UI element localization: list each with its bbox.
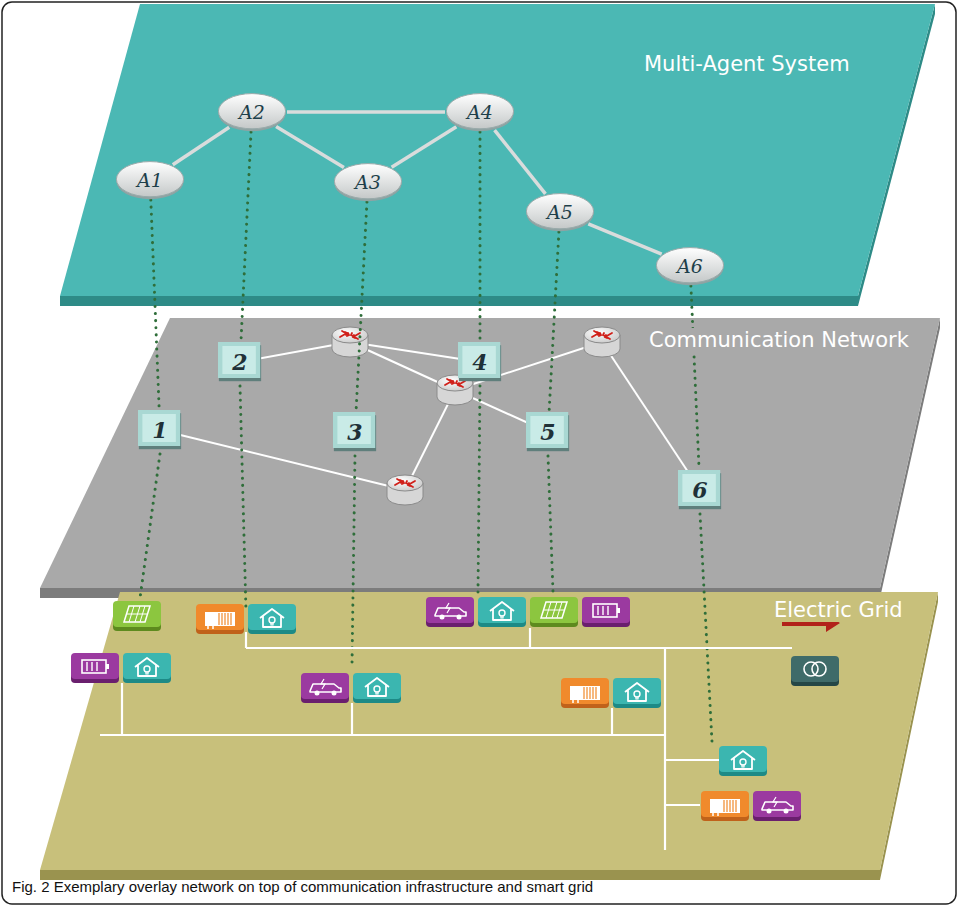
agent-label: A2 xyxy=(239,101,265,123)
network-node: 2 xyxy=(218,342,262,382)
network-node: 1 xyxy=(138,410,182,450)
grid-plane: Electric Grid xyxy=(0,592,958,882)
network-node: 4 xyxy=(458,342,502,382)
agent-node: A5 xyxy=(525,192,595,232)
network-node: 3 xyxy=(333,412,377,452)
agent-node: A3 xyxy=(333,162,403,202)
agent-label: A1 xyxy=(137,169,163,191)
plane-label: Communication Network xyxy=(645,328,913,352)
plane-shape xyxy=(0,592,958,882)
node-number: 3 xyxy=(347,419,362,445)
agent-label: A6 xyxy=(677,255,703,277)
plane-label: Electric Grid xyxy=(770,598,907,622)
agent-plane: Multi-Agent SystemA1 A2A3 A4A5A6 xyxy=(0,4,958,308)
agent-node: A2 xyxy=(217,92,287,132)
agent-node: A6 xyxy=(655,246,725,286)
agent-node: A1 xyxy=(115,160,185,200)
node-number: 1 xyxy=(152,417,167,443)
network-node: 5 xyxy=(526,412,570,452)
node-number: 6 xyxy=(692,477,707,503)
network-plane: Communication Network 1 2 3 4 5 6 xyxy=(0,318,958,600)
node-number: 2 xyxy=(232,349,247,375)
plane-shape xyxy=(0,4,958,308)
figure-caption: Fig. 2 Exemplary overlay network on top … xyxy=(12,878,593,895)
plane-label: Multi-Agent System xyxy=(640,52,854,76)
network-node: 6 xyxy=(678,470,722,510)
agent-label: A5 xyxy=(547,201,573,223)
agent-node: A4 xyxy=(445,92,515,132)
node-number: 4 xyxy=(472,349,487,375)
agent-label: A3 xyxy=(355,171,381,193)
node-number: 5 xyxy=(540,419,555,445)
agent-label: A4 xyxy=(467,101,493,123)
